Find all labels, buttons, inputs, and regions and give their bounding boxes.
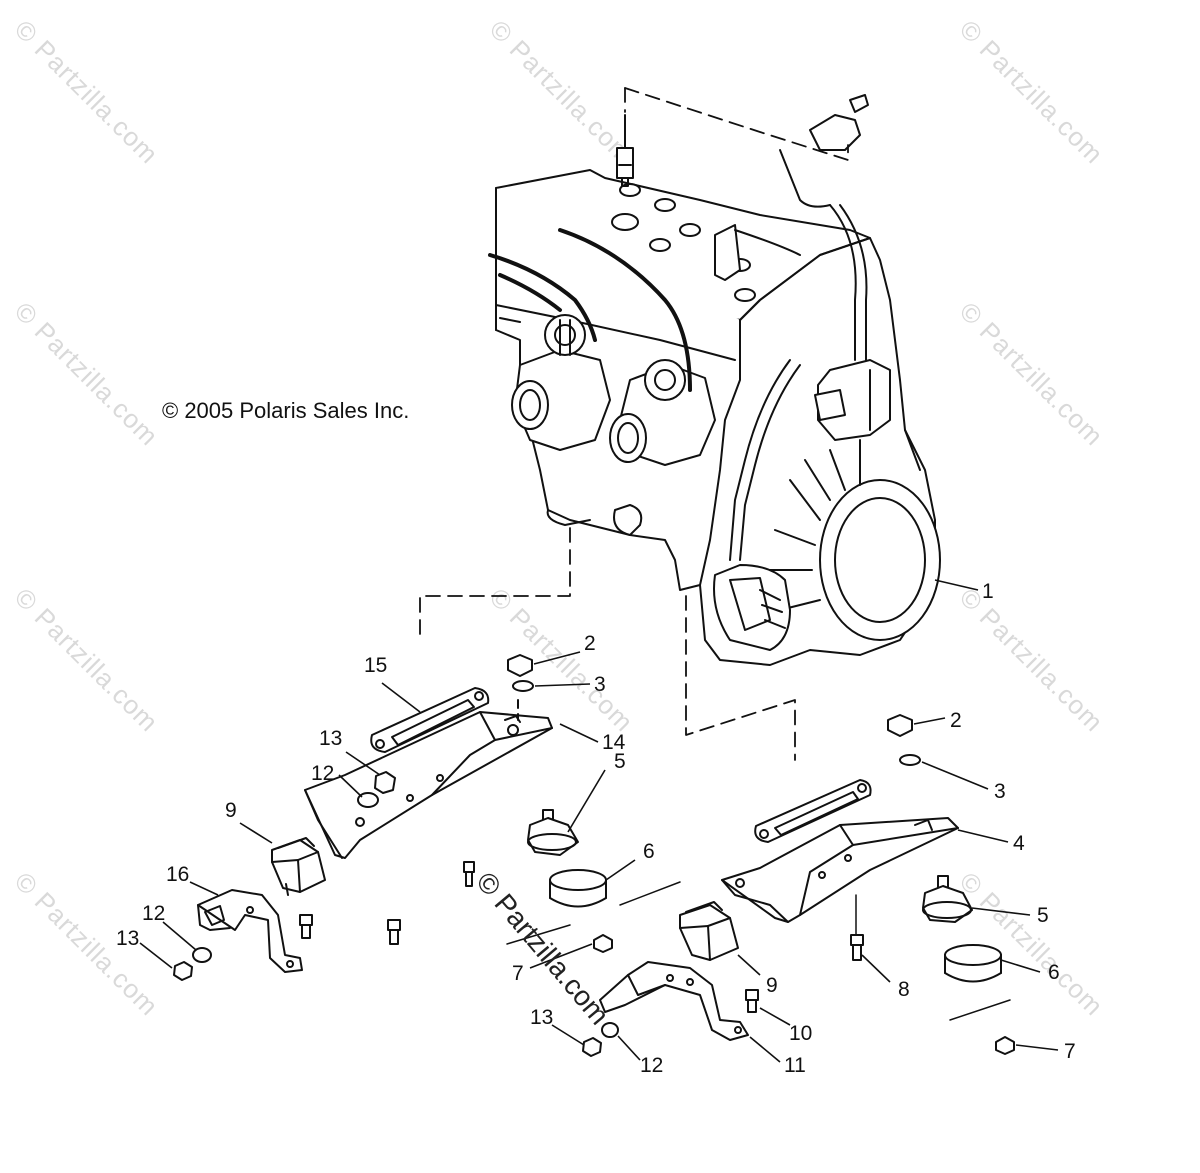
nut-13 — [374, 771, 396, 794]
washer-3 — [512, 680, 534, 692]
callout-11: 11 — [784, 1054, 806, 1077]
engine-assembly — [488, 169, 941, 666]
nut-2 — [507, 654, 533, 677]
spark-plug — [616, 114, 634, 187]
callout-12: 12 — [311, 762, 334, 785]
bolt — [299, 914, 313, 939]
callout-16: 16 — [166, 863, 189, 886]
callout-14: 14 — [602, 731, 626, 754]
callout-2: 2 — [950, 709, 962, 732]
callout-labels: 1 2 3 15 14 13 12 5 9 16 6 12 13 7 2 3 4… — [116, 580, 1076, 1077]
rubber-mount-5 — [527, 809, 579, 856]
bracket-4 — [721, 817, 959, 923]
callout-10: 10 — [789, 1022, 812, 1045]
callout-3: 3 — [994, 780, 1006, 803]
nut-13 — [173, 961, 193, 981]
rubber-pad-6 — [944, 944, 1002, 983]
callout-7: 7 — [512, 962, 524, 985]
rubber-pad-6 — [549, 869, 607, 908]
callout-13: 13 — [530, 1006, 553, 1029]
nut-13 — [582, 1037, 602, 1057]
callout-6: 6 — [1048, 961, 1060, 984]
copyright-notice: © 2005 Polaris Sales Inc. — [162, 398, 410, 423]
callout-12: 12 — [142, 902, 165, 925]
bracket-14 — [304, 699, 553, 859]
locknut-7 — [593, 934, 613, 953]
callout-8: 8 — [898, 978, 910, 1001]
leader-lines — [139, 579, 1059, 1063]
callout-3: 3 — [594, 673, 606, 696]
alignment-lines — [419, 87, 849, 761]
callout-13: 13 — [116, 927, 139, 950]
callout-7: 7 — [1064, 1040, 1076, 1063]
plug-wire-cap — [779, 94, 869, 208]
callout-5: 5 — [1037, 904, 1049, 927]
callout-6: 6 — [643, 840, 655, 863]
bolt — [387, 919, 401, 945]
callout-15: 15 — [364, 654, 387, 677]
washer-12 — [357, 792, 379, 808]
rubber-mount-9 — [271, 837, 326, 896]
bracket-16 — [197, 889, 303, 973]
bracket-11 — [599, 961, 749, 1041]
bolt-10 — [745, 989, 759, 1013]
callout-13: 13 — [319, 727, 342, 750]
callout-5: 5 — [614, 750, 626, 773]
callout-4: 4 — [1013, 832, 1025, 855]
washer-3 — [899, 754, 921, 766]
washer-12 — [601, 1022, 619, 1038]
rubber-mount-9 — [679, 901, 739, 961]
bolt-8 — [850, 894, 864, 961]
bolt — [463, 861, 475, 887]
washer-12 — [192, 947, 212, 963]
nut-2 — [887, 714, 913, 737]
callout-1: 1 — [982, 580, 994, 603]
callout-2: 2 — [584, 632, 596, 655]
locknut-7 — [995, 1036, 1015, 1055]
spacer-plate — [754, 779, 872, 843]
callout-12: 12 — [640, 1054, 663, 1077]
rubber-mount-5 — [922, 875, 973, 923]
callout-9: 9 — [225, 799, 237, 822]
callout-9: 9 — [766, 974, 778, 997]
spacer-plate-15 — [370, 687, 490, 753]
